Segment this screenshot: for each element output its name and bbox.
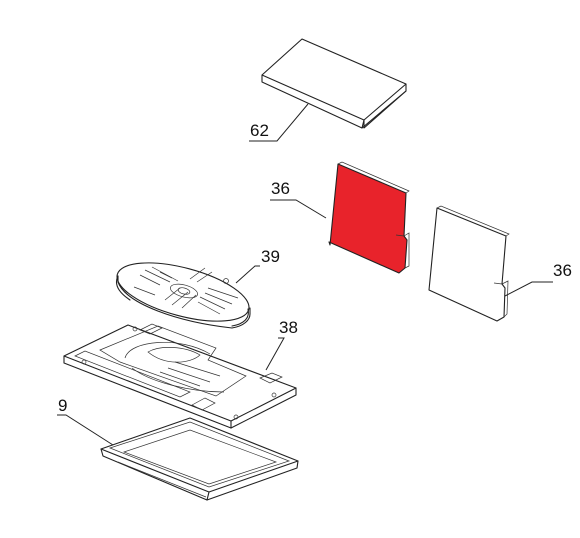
label-36-right: 36 [553,261,572,280]
label-39: 39 [261,247,280,266]
part-labels: 62 36 36 39 38 9 [58,121,572,415]
grate-slots [133,266,239,315]
part-62-top-brick[interactable] [261,38,407,129]
part-39-grate[interactable] [111,251,255,333]
part-36-left-brick[interactable] [328,161,410,274]
label-9: 9 [58,396,67,415]
leader-lines [57,103,553,446]
part-38-frame[interactable] [63,323,297,429]
label-62: 62 [250,121,269,140]
part-36-right-brick[interactable] [428,205,510,322]
label-38: 38 [279,318,298,337]
label-36-left: 36 [271,179,290,198]
part-9-ash-pan[interactable] [100,417,299,501]
